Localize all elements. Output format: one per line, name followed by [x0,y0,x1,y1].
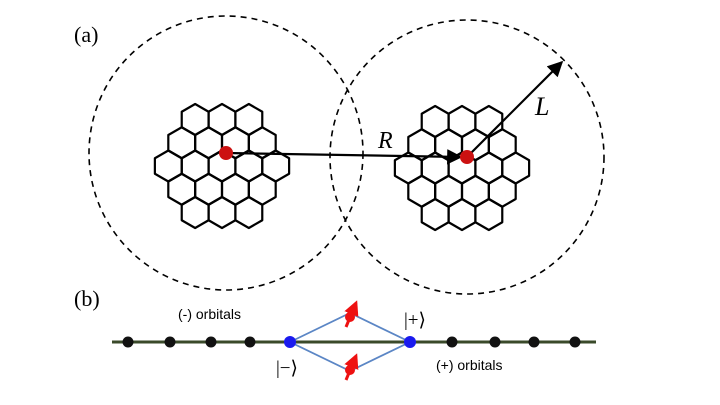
radius-label: L [534,92,549,121]
hexagon-cell [180,195,210,230]
chain-site-dot [122,336,134,348]
minus-state-dot [284,336,296,348]
plus-state-label: |+⟩ [404,310,426,331]
hexagon-cell [474,197,504,232]
spin-up-top [344,300,359,328]
chain-dots [122,336,581,348]
distance-label: R [377,128,393,154]
plus-orbitals-caption: (+) orbitals [436,357,503,373]
panel-a-label: (a) [74,22,98,47]
left-hexagon-flake [153,102,291,230]
right-hexagon-flake [393,104,531,232]
chain-site-dot [528,336,540,348]
chain-site-dot [446,336,458,348]
chain-site-dot [205,336,217,348]
distance-arrow [225,149,463,165]
left-dashed-circle [88,15,364,291]
chain-site-dot [569,336,581,348]
hexagon-cell [420,197,450,232]
radius-arrow [466,60,564,158]
minus-state-label: |−⟩ [276,358,298,379]
hexagon-cell [447,197,477,232]
hexagon-cell [234,195,264,230]
spin-up-bottom [344,353,359,381]
chain-site-dot [244,336,256,348]
hexagon-cell [207,195,237,230]
plus-state-dot [404,336,416,348]
right-site-dot [460,150,474,164]
panel-b-label: (b) [74,286,100,311]
right-dashed-circle [329,19,605,295]
chain-site-dot [489,336,501,348]
left-site-dot [219,146,233,160]
minus-orbitals-caption: (-) orbitals [178,306,241,322]
chain-site-dot [164,336,176,348]
